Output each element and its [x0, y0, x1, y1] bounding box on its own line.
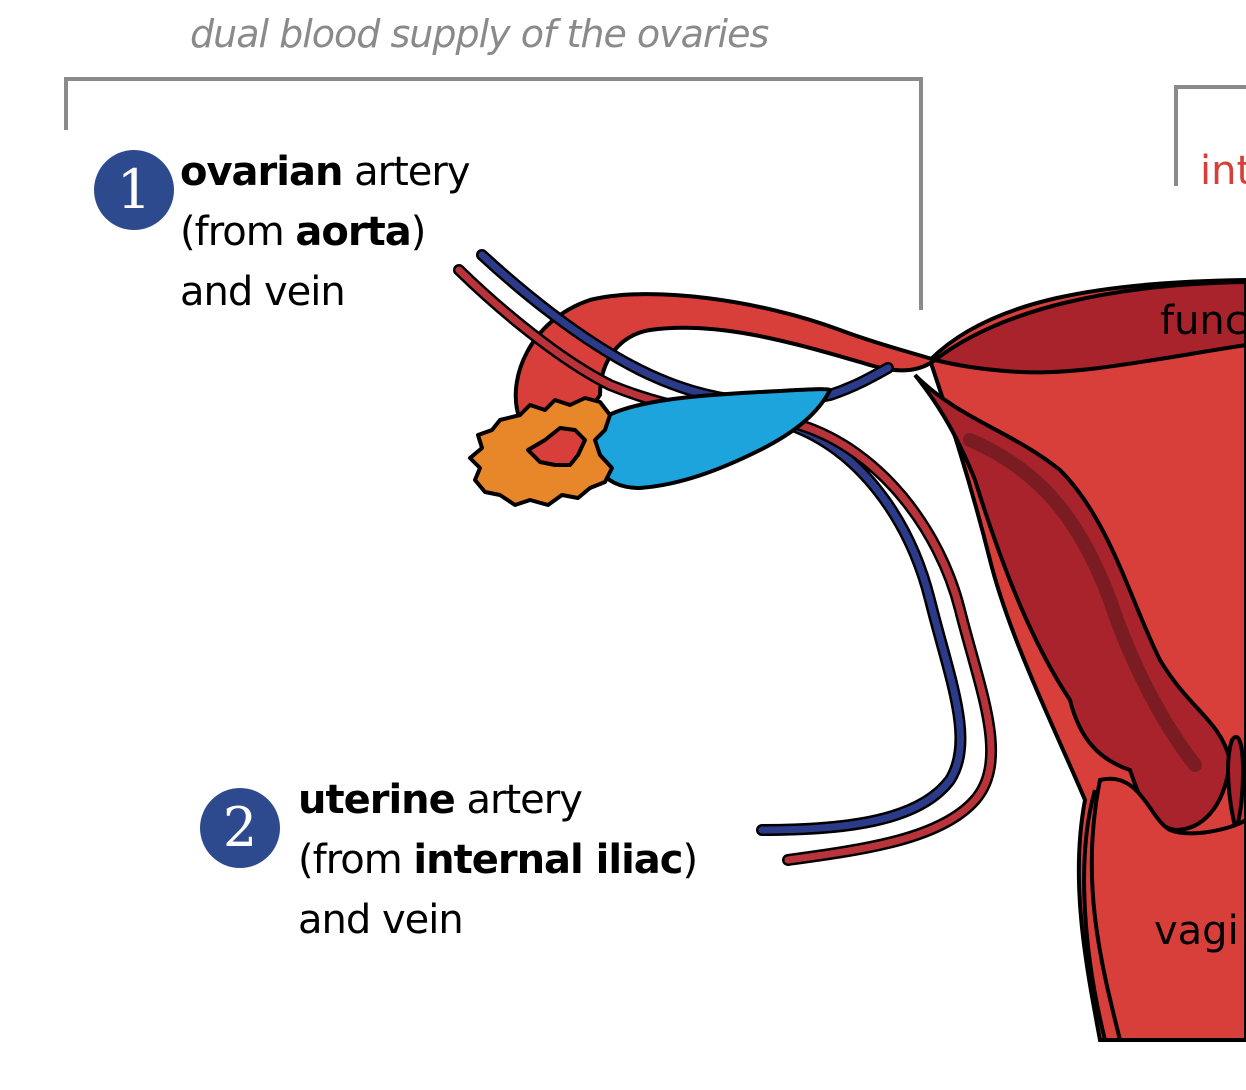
aorta-bold: aorta	[295, 209, 411, 255]
ovarian-label-line2: (from aorta)	[180, 202, 470, 262]
ovarian-vein-fill	[478, 251, 892, 406]
badge-1: 1	[94, 150, 174, 230]
fundus-label: func	[1160, 298, 1246, 344]
uterus-wall	[913, 373, 1233, 833]
uterine-vein-fill	[758, 421, 964, 834]
uterine-from: (from	[298, 837, 414, 883]
uterine-artery	[782, 419, 998, 866]
internal-iliac-bold: internal iliac	[413, 837, 683, 883]
ovarian-label: ovarian artery (from aorta) and vein	[180, 142, 471, 322]
ovarian-close: )	[410, 209, 427, 255]
ovarian-rest: artery	[342, 149, 470, 195]
vagina-label: vagi	[1154, 908, 1239, 954]
ovary-blue	[592, 387, 833, 491]
uterine-label-line3: and vein	[298, 897, 464, 943]
wall-shading	[963, 433, 1202, 772]
title-bracket	[64, 77, 923, 310]
fimbriae-inner	[526, 426, 587, 467]
uterine-label-line1: uterine artery	[298, 770, 697, 830]
right-bracket	[1174, 85, 1246, 186]
right-red-label: int	[1200, 148, 1246, 194]
badge-2: 2	[200, 788, 280, 868]
ovarian-label-line1: ovarian artery	[180, 142, 471, 202]
fundus-band	[930, 279, 1246, 375]
vagina	[1089, 776, 1246, 1042]
uterine-close: )	[682, 837, 699, 883]
uterine-label: uterine artery (from internal iliac) and…	[298, 770, 699, 950]
vagina-inner-line	[1082, 789, 1107, 1041]
diagram-title: dual blood supply of the ovaries	[190, 12, 769, 56]
uterine-vein	[756, 419, 967, 836]
ovarian-label-line3: and vein	[180, 269, 346, 315]
uterine-rest: artery	[454, 777, 582, 823]
uterine-bold: uterine	[298, 777, 456, 823]
ovarian-bold: ovarian	[180, 149, 343, 195]
ovarian-from: (from	[180, 209, 296, 255]
uterine-artery-fill	[784, 421, 995, 864]
uterine-label-line2: (from internal iliac)	[298, 830, 699, 890]
uterine-tube	[513, 292, 940, 426]
